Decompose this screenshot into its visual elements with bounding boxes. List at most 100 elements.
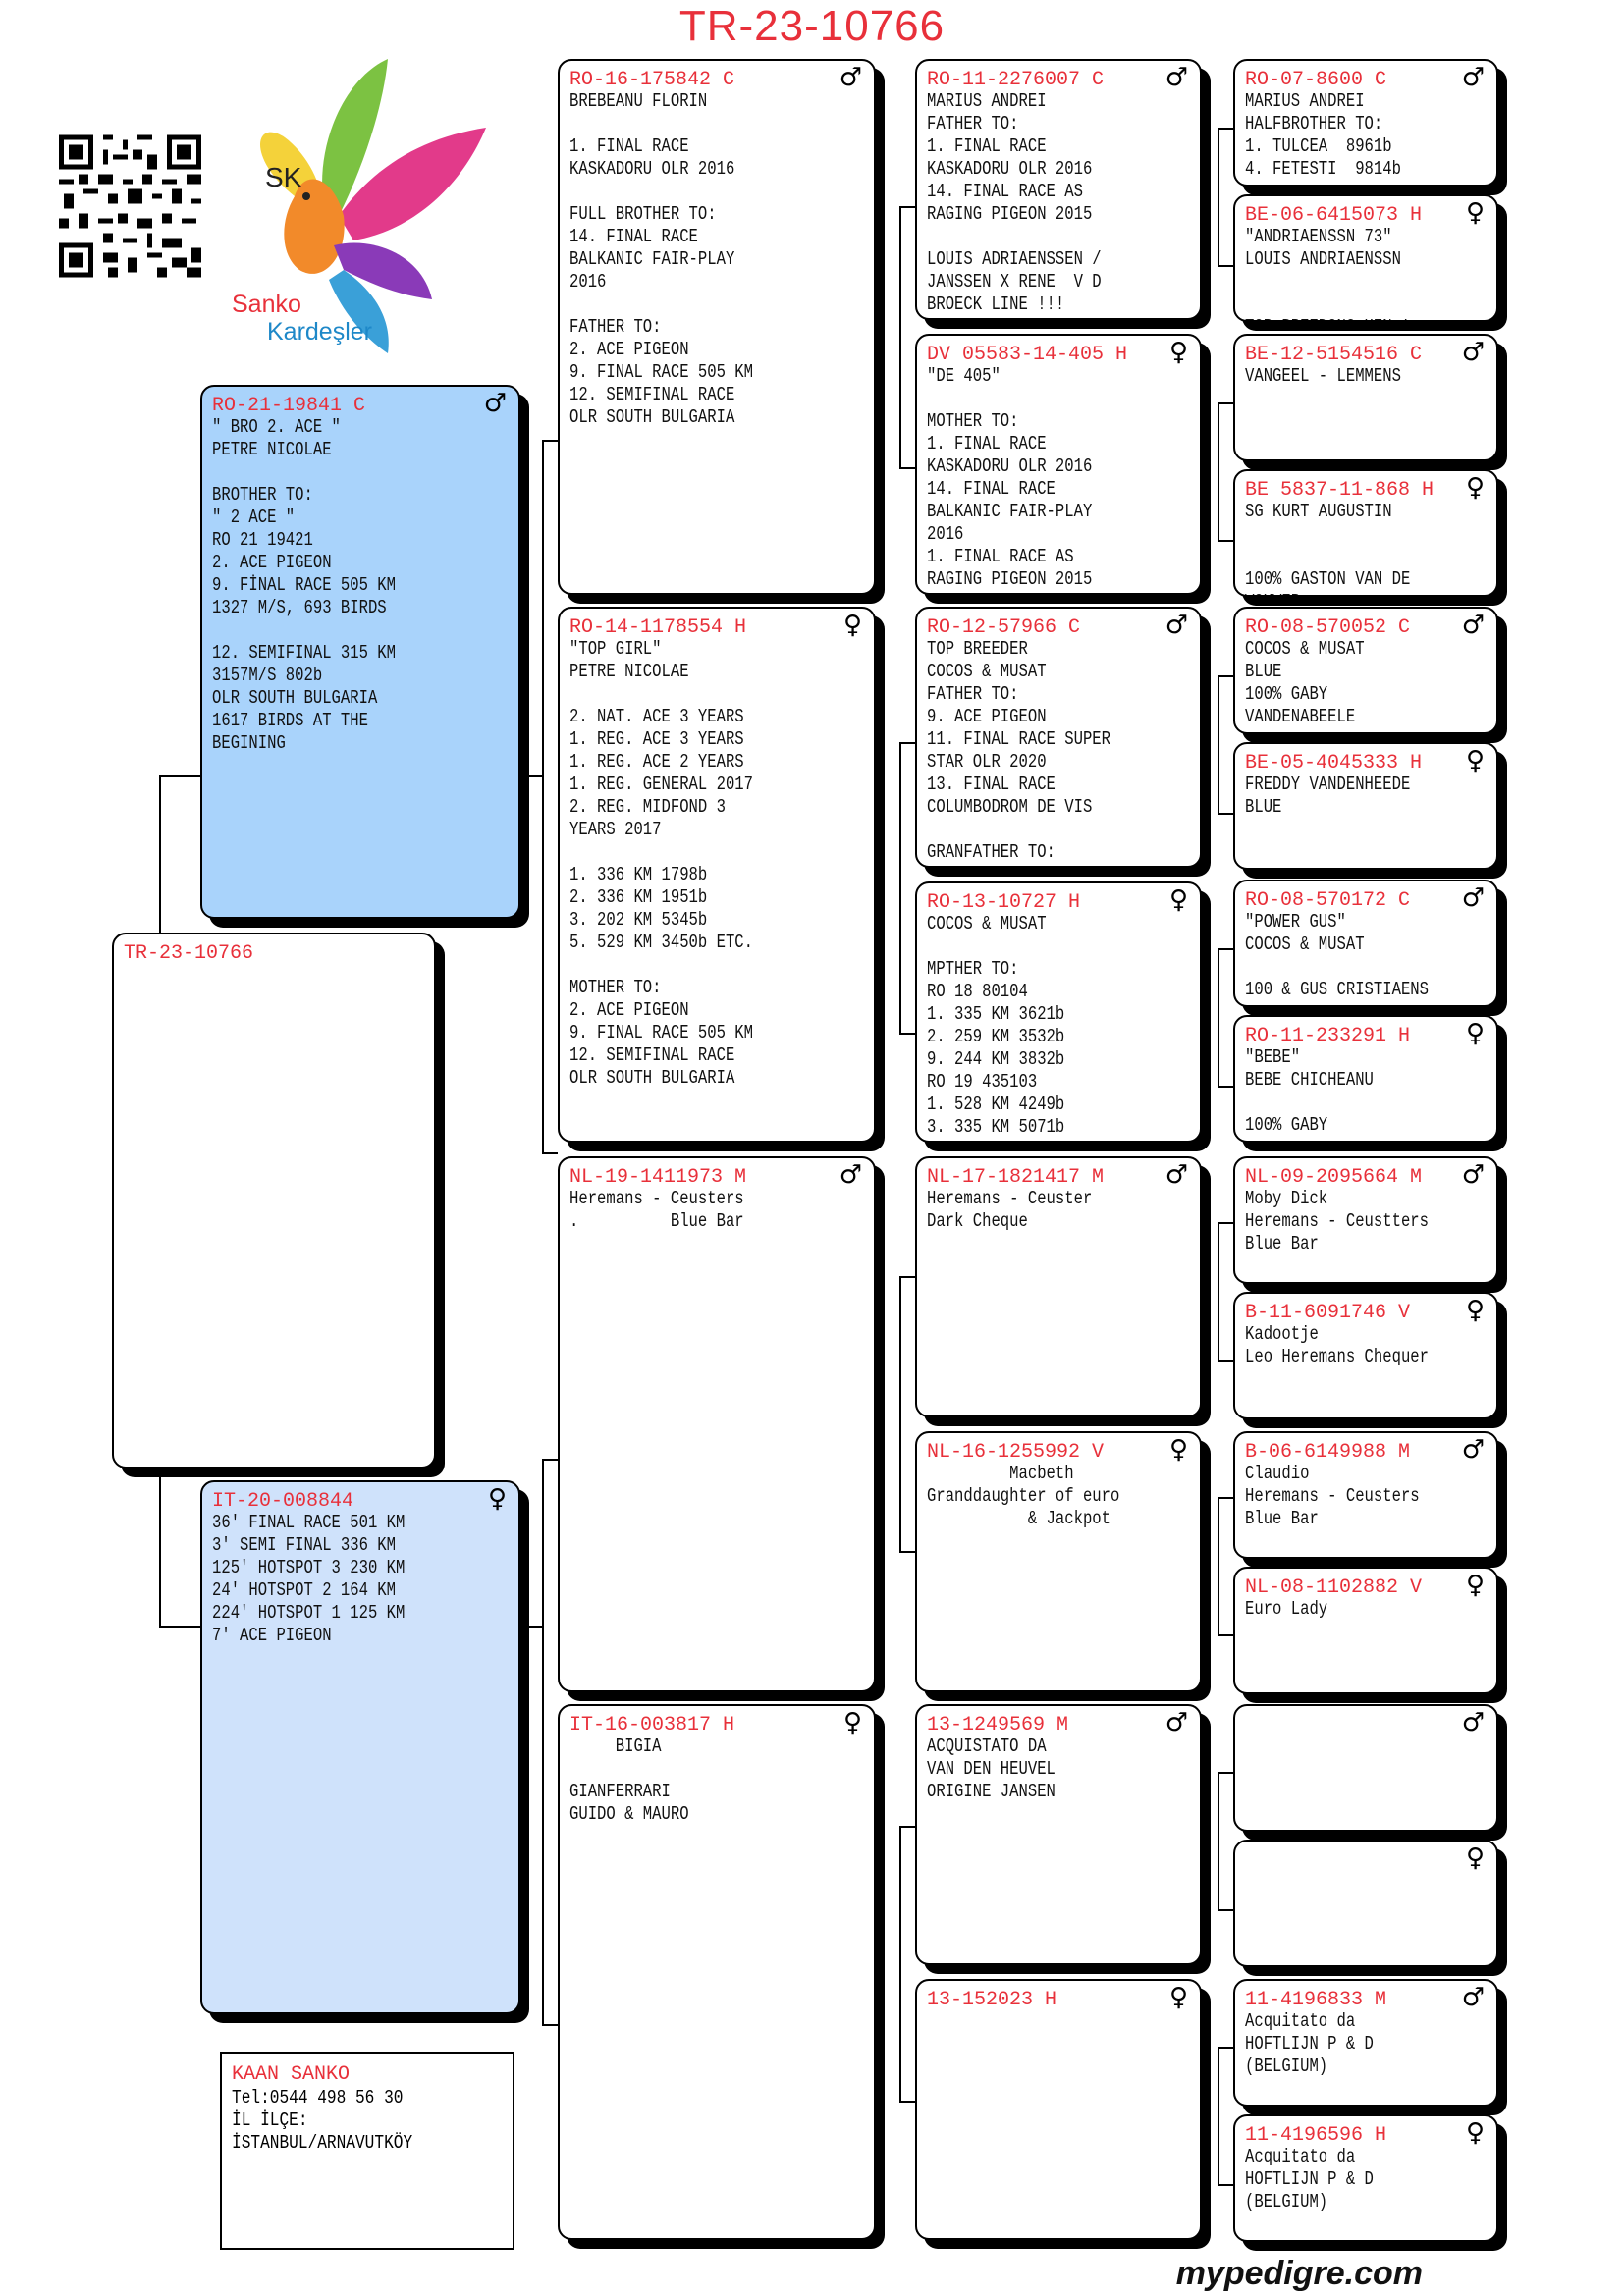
pigeon-notes: "POWER GUS" COCOS & MUSAT 100 & GUS CRIS… <box>1245 911 1429 1000</box>
pigeon-notes: Acquitato da HOFTLIJN P & D (BELGIUM) <box>1245 2146 1374 2213</box>
sire-sire-card[interactable]: RO-16-175842 C ♂ BREBEANU FLORIN 1. FINA… <box>558 59 876 595</box>
connector-line <box>1218 813 1233 815</box>
gen3-card-sss[interactable]: RO-11-2276007 C ♂ MARIUS ANDREI FATHER T… <box>915 59 1202 320</box>
ring-number: BE-05-4045333 H <box>1245 752 1423 774</box>
ring-number: RO-08-570052 C <box>1245 616 1411 639</box>
gen4-card-9[interactable]: NL-09-2095664 M ♂ Moby Dick Heremans - C… <box>1233 1156 1498 1284</box>
gen3-card-ssd[interactable]: DV 05583-14-405 H ♀ "DE 405" MOTHER TO: … <box>915 334 1202 595</box>
connector-line <box>1218 402 1233 404</box>
pigeon-notes: Heremans - Ceusters . Blue Bar <box>569 1188 744 1232</box>
connector-line <box>1218 675 1219 813</box>
gen3-card-dsd[interactable]: NL-16-1255992 V ♀ Macbeth Granddaughter … <box>915 1431 1202 1692</box>
ring-number: 13-152023 H <box>927 1989 1057 2011</box>
pigeon-notes: " BRO 2. ACE " PETRE NICOLAE BROTHER TO:… <box>212 416 396 754</box>
ring-number: TR-23-10766 <box>124 942 254 965</box>
pigeon-notes: "ANDRIAENSSN 73" LOUIS ANDRIAENSSN TOP B… <box>1245 226 1410 320</box>
ring-number: RO-16-175842 C <box>569 69 735 91</box>
connector-line <box>899 1276 901 1551</box>
connector-line <box>542 1459 544 2024</box>
connector-line <box>1218 1909 1233 1911</box>
gen4-card-3[interactable]: BE-12-5154516 C ♂ VANGEEL - LEMMENS <box>1233 334 1498 461</box>
connector-line <box>159 775 202 777</box>
logo-text-sanko: Sanko <box>232 291 301 318</box>
sire-dam-card[interactable]: RO-14-1178554 H ♀ "TOP GIRL" PETRE NICOL… <box>558 607 876 1143</box>
gen3-card-ddd[interactable]: 13-152023 H ♀ <box>915 1979 1202 2240</box>
pigeon-notes: BREBEANU FLORIN 1. FINAL RACE KASKADORU … <box>569 90 753 428</box>
pigeon-notes: COCOS & MUSAT BLUE 100% GABY VANDENABEEL… <box>1245 638 1365 727</box>
gen3-card-dss[interactable]: NL-17-1821417 M ♂ Heremans - Ceuster Dar… <box>915 1156 1202 1417</box>
ring-number: RO-11-233291 H <box>1245 1025 1411 1047</box>
pigeon-notes: SG KURT AUGUSTIN 100% GASTON VAN DE WOUW… <box>1245 501 1411 595</box>
connector-line <box>1218 1634 1233 1636</box>
gen4-card-7[interactable]: RO-08-570172 C ♂ "POWER GUS" COCOS & MUS… <box>1233 880 1498 1007</box>
gen4-card-5[interactable]: RO-08-570052 C ♂ COCOS & MUSAT BLUE 100%… <box>1233 607 1498 734</box>
male-icon: ♂ <box>839 63 862 92</box>
dam-card[interactable]: IT-20-008844 ♀ 36' FINAL RACE 501 KM 3' … <box>200 1480 520 2014</box>
female-icon: ♀ <box>1465 198 1485 228</box>
pigeon-notes: Heremans - Ceuster Dark Cheque <box>927 1188 1093 1232</box>
male-icon: ♂ <box>483 389 507 418</box>
gen3-card-dds[interactable]: 13-1249569 M ♂ ACQUISTATO DA VAN DEN HEU… <box>915 1704 1202 1965</box>
gen4-card-1[interactable]: RO-07-8600 C ♂ MARIUS ANDREI HALFBROTHER… <box>1233 59 1498 187</box>
ring-number: 11-4196596 H <box>1245 2124 1387 2147</box>
gen4-card-11[interactable]: B-06-6149988 M ♂ Claudio Heremans - Ceus… <box>1233 1431 1498 1559</box>
female-icon: ♀ <box>487 1484 507 1514</box>
male-icon: ♂ <box>1164 1708 1188 1737</box>
gen4-card-4[interactable]: BE 5837-11-868 H ♀ SG KURT AUGUSTIN 100%… <box>1233 469 1498 597</box>
footer-website[interactable]: mypedigre.com <box>1175 2255 1423 2292</box>
gen4-card-8[interactable]: RO-11-233291 H ♀ "BEBE" BEBE CHICHEANU 1… <box>1233 1015 1498 1143</box>
gen4-card-15[interactable]: 11-4196833 M ♂ Acquitato da HOFTLIJN P &… <box>1233 1979 1498 2107</box>
connector-line <box>1218 1497 1219 1634</box>
male-icon: ♂ <box>1164 63 1188 92</box>
connector-line <box>899 1826 915 1828</box>
ring-number: NL-17-1821417 M <box>927 1166 1105 1189</box>
gen4-card-6[interactable]: BE-05-4045333 H ♀ FREDDY VANDENHEEDE BLU… <box>1233 742 1498 870</box>
ring-number: NL-19-1411973 M <box>569 1166 747 1189</box>
pigeon-notes: BIGIA GIANFERRARI GUIDO & MAURO <box>569 1735 689 1825</box>
male-icon: ♂ <box>1461 1983 1485 2012</box>
connector-line <box>899 206 915 208</box>
male-icon: ♂ <box>839 1160 862 1190</box>
connector-line <box>899 742 915 744</box>
pigeon-notes: Moby Dick Heremans - Ceustters Blue Bar <box>1245 1188 1429 1255</box>
ring-number: RO-07-8600 C <box>1245 69 1387 91</box>
connector-line <box>1218 2184 1233 2186</box>
female-icon: ♀ <box>1168 1435 1188 1465</box>
connector-line <box>1218 1360 1233 1362</box>
male-icon: ♂ <box>1461 1160 1485 1190</box>
subject-card[interactable]: TR-23-10766 <box>112 933 436 1468</box>
pigeon-notes: "TOP GIRL" PETRE NICOLAE 2. NAT. ACE 3 Y… <box>569 638 753 1089</box>
ring-number: RO-11-2276007 C <box>927 69 1105 91</box>
gen3-card-sdd[interactable]: RO-13-10727 H ♀ COCOS & MUSAT MPTHER TO:… <box>915 881 1202 1143</box>
male-icon: ♂ <box>1461 338 1485 367</box>
dam-sire-card[interactable]: NL-19-1411973 M ♂ Heremans - Ceusters . … <box>558 1156 876 1692</box>
dam-dam-card[interactable]: IT-16-003817 H ♀ BIGIA GIANFERRARI GUIDO… <box>558 1704 876 2240</box>
connector-line <box>899 742 901 1033</box>
gen4-card-12[interactable]: NL-08-1102882 V ♀ Euro Lady <box>1233 1567 1498 1694</box>
female-icon: ♀ <box>1168 338 1188 367</box>
gen3-card-sds[interactable]: RO-12-57966 C ♂ TOP BREEDER COCOS & MUSA… <box>915 607 1202 868</box>
connector-line <box>542 440 544 1152</box>
male-icon: ♂ <box>1164 1160 1188 1190</box>
gen4-card-2[interactable]: BE-06-6415073 H ♀ "ANDRIAENSSN 73" LOUIS… <box>1233 194 1498 322</box>
gen4-card-10[interactable]: B-11-6091746 V ♀ Kadootje Leo Heremans C… <box>1233 1292 1498 1419</box>
female-icon: ♀ <box>1465 2118 1485 2148</box>
gen4-card-16[interactable]: 11-4196596 H ♀ Acquitato da HOFTLIJN P &… <box>1233 2114 1498 2242</box>
male-icon: ♂ <box>1461 1435 1485 1465</box>
female-icon: ♀ <box>842 1708 862 1737</box>
gen4-card-13[interactable]: ♂ <box>1233 1704 1498 1832</box>
ring-number: RO-14-1178554 H <box>569 616 747 639</box>
male-icon: ♂ <box>1461 883 1485 913</box>
connector-line <box>1218 675 1233 677</box>
female-icon: ♀ <box>842 611 862 640</box>
sire-card[interactable]: RO-21-19841 C ♂ " BRO 2. ACE " PETRE NIC… <box>200 385 520 919</box>
connector-line <box>1218 402 1219 540</box>
gen4-card-14[interactable]: ♀ <box>1233 1840 1498 1967</box>
connector-line <box>899 1033 915 1035</box>
connector-line <box>159 1626 202 1628</box>
connector-line <box>1218 2047 1233 2049</box>
connector-line <box>1218 265 1233 267</box>
male-icon: ♂ <box>1461 63 1485 92</box>
pigeon-notes: 36' FINAL RACE 501 KM 3' SEMI FINAL 336 … <box>212 1512 406 1646</box>
connector-line <box>899 1551 915 1553</box>
